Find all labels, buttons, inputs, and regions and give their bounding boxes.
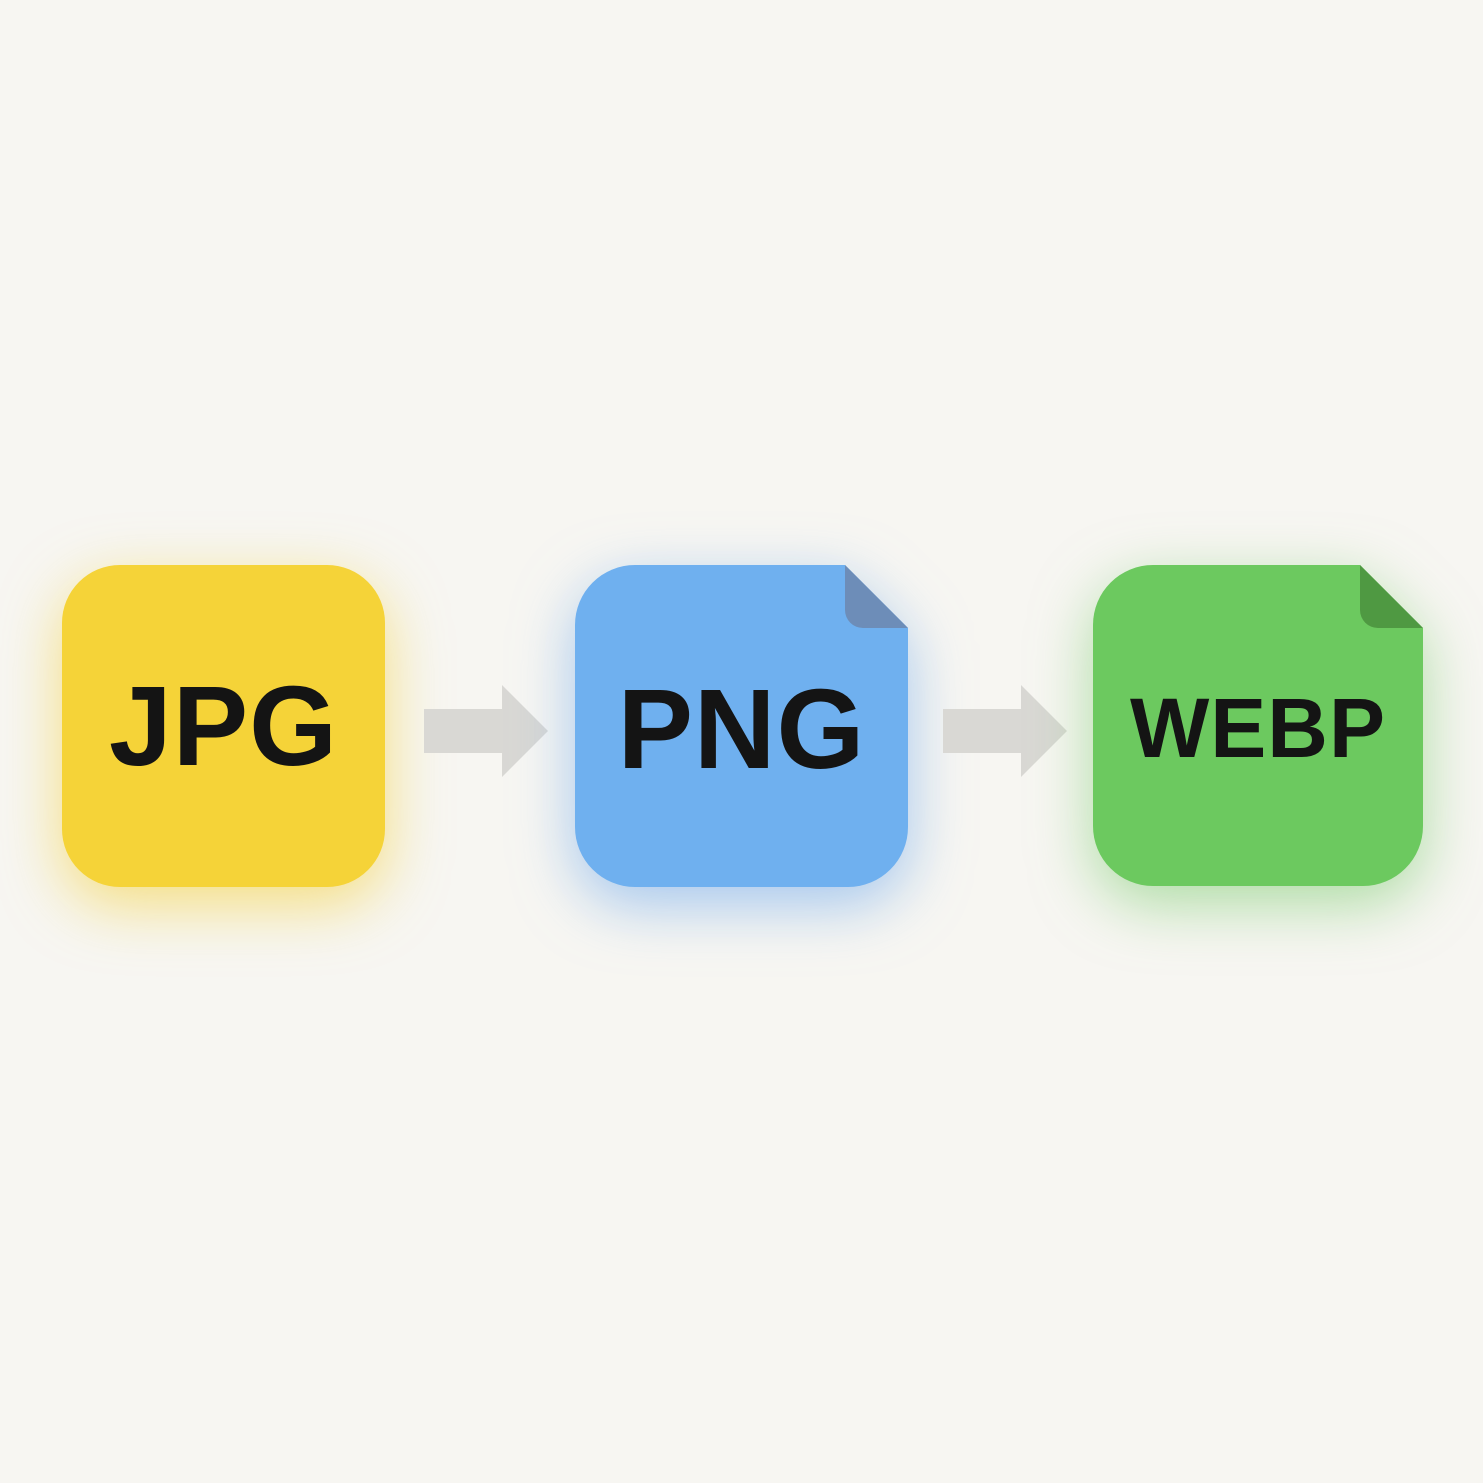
jpg-file-icon: JPG: [62, 565, 385, 887]
png-badge-body: [575, 565, 908, 887]
format-label-webp: WEBP: [1130, 681, 1386, 775]
arrow-right-icon: [943, 685, 1067, 777]
png-file-icon: PNG: [575, 565, 908, 887]
arrow-right-icon: [424, 685, 548, 777]
webp-folded-corner: [1360, 565, 1423, 628]
arrow-right-glyph: [424, 685, 548, 777]
webp-file-icon: WEBP: [1093, 565, 1423, 887]
webp-badge-body: [1093, 565, 1423, 886]
jpg-badge-shape: [62, 565, 385, 887]
png-badge-shape: [575, 565, 908, 887]
arrow-right-glyph: [943, 685, 1067, 777]
format-label-jpg: JPG: [108, 662, 339, 789]
png-folded-corner: [845, 565, 908, 628]
format-label-png: PNG: [617, 665, 866, 792]
webp-badge-shape: [1093, 565, 1423, 886]
jpg-badge-body: [62, 565, 385, 887]
